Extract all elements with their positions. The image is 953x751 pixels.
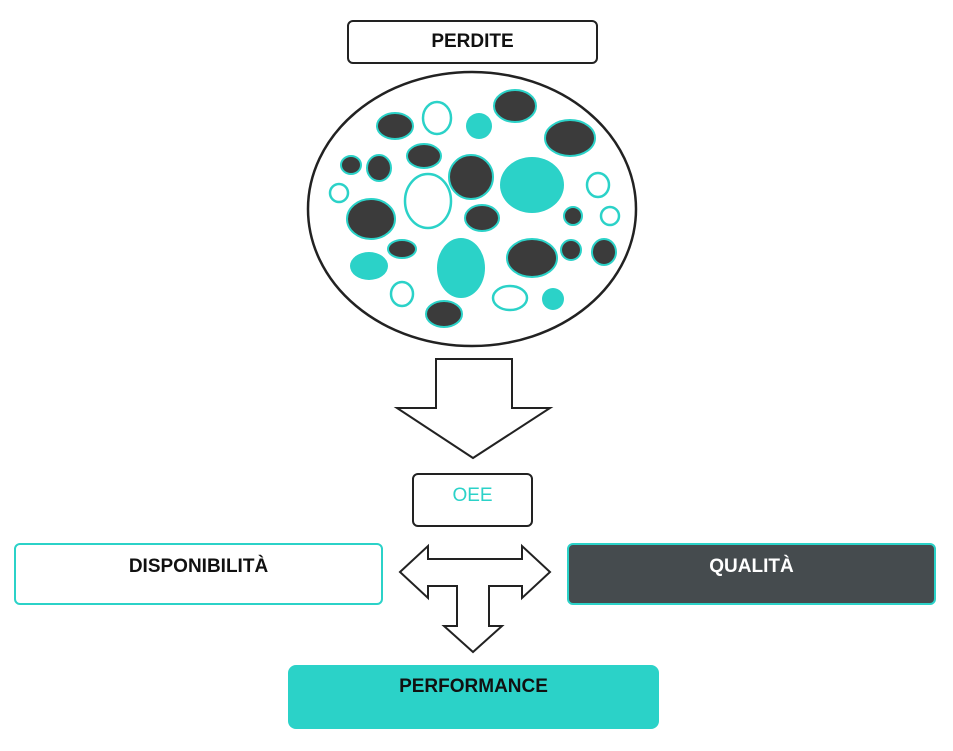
loss-blob [366,154,392,182]
disponibilita-label: DISPONIBILITÀ [128,556,269,577]
loss-blob [560,239,582,261]
loss-blob [544,119,596,157]
oee-label: OEE [452,485,493,506]
loss-blob [500,157,564,213]
losses-circle [306,70,638,348]
performance-box: PERFORMANCE [288,665,659,729]
loss-blob [328,182,350,204]
loss-blob [493,89,537,123]
three-way-arrow-icon [398,543,552,654]
down-arrow-icon [393,358,554,460]
loss-blob [506,238,558,278]
loss-blob [585,171,611,199]
loss-blob [387,239,417,259]
loss-blob [599,205,621,227]
performance-label: PERFORMANCE [399,676,548,697]
perdite-box: PERDITE [347,20,598,64]
loss-blob [491,284,529,312]
loss-blob [437,238,485,298]
loss-blob [448,154,494,200]
oee-box: OEE [412,473,533,527]
loss-blob [542,288,564,310]
loss-blob [350,252,388,280]
loss-blob [421,100,453,136]
loss-blob [340,155,362,175]
loss-blob [591,238,617,266]
qualita-label: QUALITÀ [709,556,794,577]
loss-blob [376,112,414,140]
loss-blob [464,204,500,232]
loss-blob [403,172,453,230]
loss-blob [406,143,442,169]
loss-blob [466,113,492,139]
loss-blob [425,300,463,328]
loss-blob [563,206,583,226]
perdite-label: PERDITE [431,31,514,52]
disponibilita-box: DISPONIBILITÀ [14,543,383,605]
loss-blob [346,198,396,240]
loss-blob [389,280,415,308]
qualita-box: QUALITÀ [567,543,936,605]
